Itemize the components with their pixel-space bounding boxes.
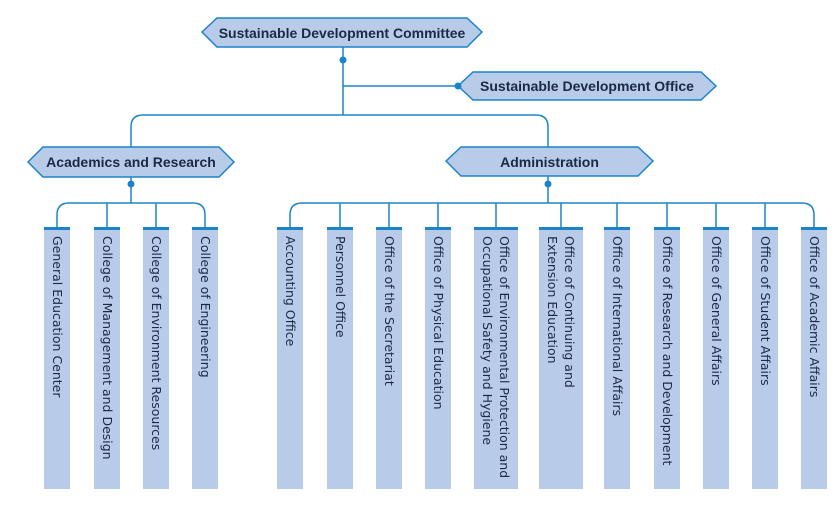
academics-unit: College of Engineering (192, 227, 218, 489)
administration-node: Administration (500, 153, 599, 170)
academics-node: Academics and Research (46, 154, 216, 170)
leaf-label: Accounting Office (283, 236, 298, 347)
committee-shape (200, 17, 484, 48)
leaf-label: Office of the Secretariat (382, 236, 397, 386)
leaf-label: Office of General Affairs (709, 236, 724, 386)
leaf-label: Office of Research and Development (660, 236, 675, 466)
leaf-label: College of Management and Design (100, 236, 115, 460)
administration-unit: Office of Environmental Protection and O… (474, 227, 518, 489)
administration-unit: Office of the Secretariat (376, 227, 402, 489)
administration-unit: Office of General Affairs (703, 227, 729, 489)
office-node: Sustainable Development Office (480, 78, 694, 94)
branch-bar (130, 114, 549, 147)
leaf-label: Office of Environmental Protection and O… (480, 236, 512, 479)
leaf-label: Personnel Office (333, 236, 348, 338)
leaf-label: General Education Center (50, 236, 65, 398)
academics-unit: General Education Center (44, 227, 70, 489)
administration-shape (444, 146, 655, 177)
junction-dots (127, 56, 552, 188)
leaf-label: College of Engineering (198, 236, 213, 378)
administration-unit: Office of Student Affairs (752, 227, 778, 489)
administration-unit: Personnel Office (327, 227, 353, 489)
leaf-label: Office of Continuing and Extension Educa… (545, 236, 577, 388)
leaf-label: Office of Physical Education (431, 236, 446, 410)
leaf-label: Office of Student Affairs (758, 236, 773, 386)
academics-unit: College of Management and Design (94, 227, 120, 489)
administration-unit: Office of International Affairs (604, 227, 630, 489)
administration-unit: Accounting Office (277, 227, 303, 489)
academics-bar (56, 202, 206, 227)
academics-drops (106, 203, 157, 227)
office-shape (456, 71, 718, 101)
leaf-label: Office of Academic Affairs (807, 236, 822, 398)
administration-drops (339, 203, 766, 227)
academics-shape (26, 146, 236, 178)
administration-bar (289, 202, 815, 227)
academics-unit: College of Environment Resources (143, 227, 169, 489)
leaf-label: Office of International Affairs (610, 236, 625, 417)
administration-unit: Office of Continuing and Extension Educa… (539, 227, 583, 489)
committee-node: Sustainable Development Committee (218, 24, 466, 41)
administration-unit: Office of Research and Development (654, 227, 680, 489)
leaf-label: College of Environment Resources (149, 236, 164, 451)
administration-unit: Office of Academic Affairs (801, 227, 827, 489)
administration-unit: Office of Physical Education (425, 227, 451, 489)
